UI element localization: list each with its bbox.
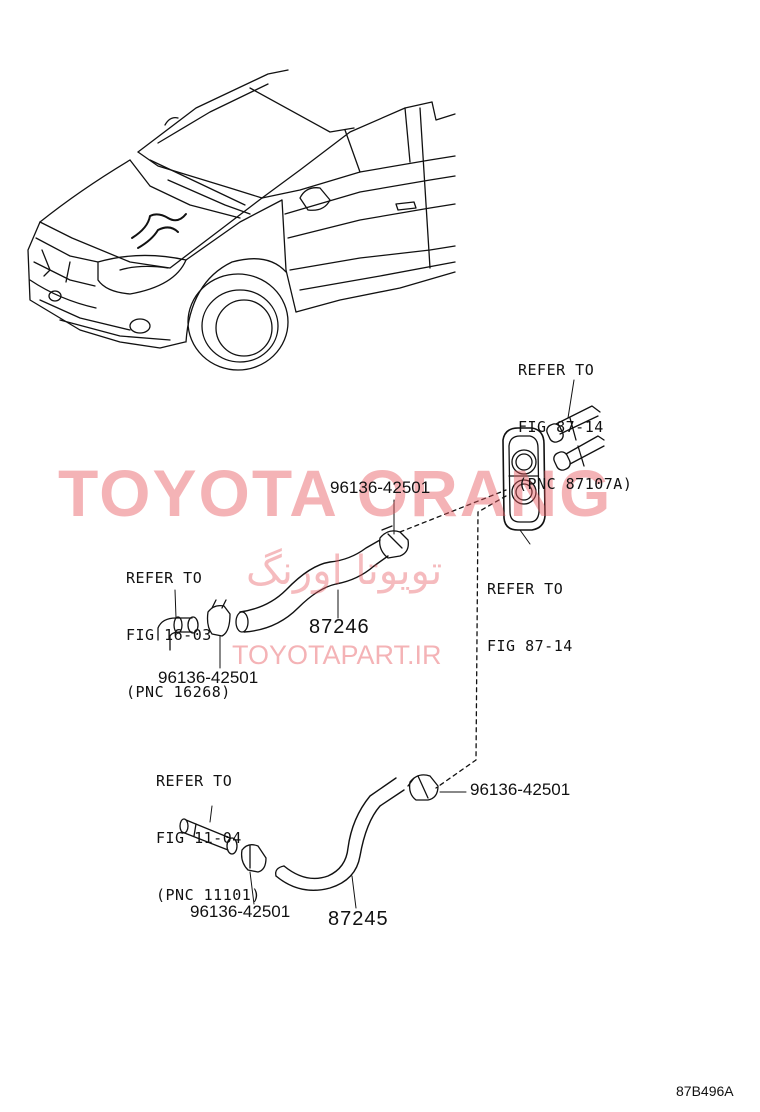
ref-label-87-14: REFER TO FIG 87-14: [487, 542, 573, 694]
part-number-clamp-lower-right: 96136-42501: [470, 780, 571, 799]
ref-16268-line3: (PNC 16268): [126, 683, 231, 701]
heater-pipes: [546, 405, 605, 471]
ref-label-87107a: REFER TO FIG 87-14 (PNC 87107A): [518, 323, 632, 532]
ref-label-11101: REFER TO FIG 11-04 (PNC 11101): [156, 734, 261, 943]
ref-87-14-line1: REFER TO: [487, 580, 564, 598]
ref-11101-line2: FIG 11-04: [156, 829, 242, 847]
ref-16268-line2: FIG 16-03: [126, 626, 212, 644]
grommet-seal: [502, 427, 546, 531]
part-number-clamp-upper-right: 96136-42501: [330, 478, 431, 497]
part-number-hose-upper: 87246: [309, 616, 370, 638]
part-number-clamp-upper-left: 96136-42501: [158, 668, 259, 687]
dashed-connections: [399, 489, 507, 789]
clamp-lower-left-shape: [240, 844, 267, 873]
ref-87-14-line2: FIG 87-14: [487, 637, 573, 655]
ref-16268-line1: REFER TO: [126, 569, 203, 587]
upper-hose: [235, 539, 389, 633]
leader-lines: [174, 379, 575, 909]
ref-87107a-line2: FIG 87-14: [518, 418, 604, 436]
ref-label-16268: REFER TO FIG 16-03 (PNC 16268): [126, 531, 231, 740]
lower-hose: [275, 777, 405, 891]
part-number-clamp-lower-left: 96136-42501: [190, 902, 291, 921]
part-number-hose-lower: 87245: [328, 908, 389, 930]
figure-code: 87B496A: [676, 1083, 734, 1099]
clamp-lower-right-shape: [407, 774, 439, 801]
watermark-persian: تویوتا اورنگ: [246, 548, 443, 594]
ref-87107a-line1: REFER TO: [518, 361, 595, 379]
watermark-url: TOYOTAPART.IR: [232, 640, 442, 670]
ref-87107a-line3: (PNC 87107A): [518, 475, 633, 493]
clamp-upper-right-shape: [379, 525, 409, 559]
pipe-11101: [179, 818, 238, 855]
clamp-upper-left-shape: [206, 599, 231, 637]
car-illustration: [27, 69, 456, 371]
watermark-main: TOYOTA ORANG: [58, 456, 613, 530]
ref-11101-line3: (PNC 11101): [156, 886, 261, 904]
ref-11101-line1: REFER TO: [156, 772, 233, 790]
